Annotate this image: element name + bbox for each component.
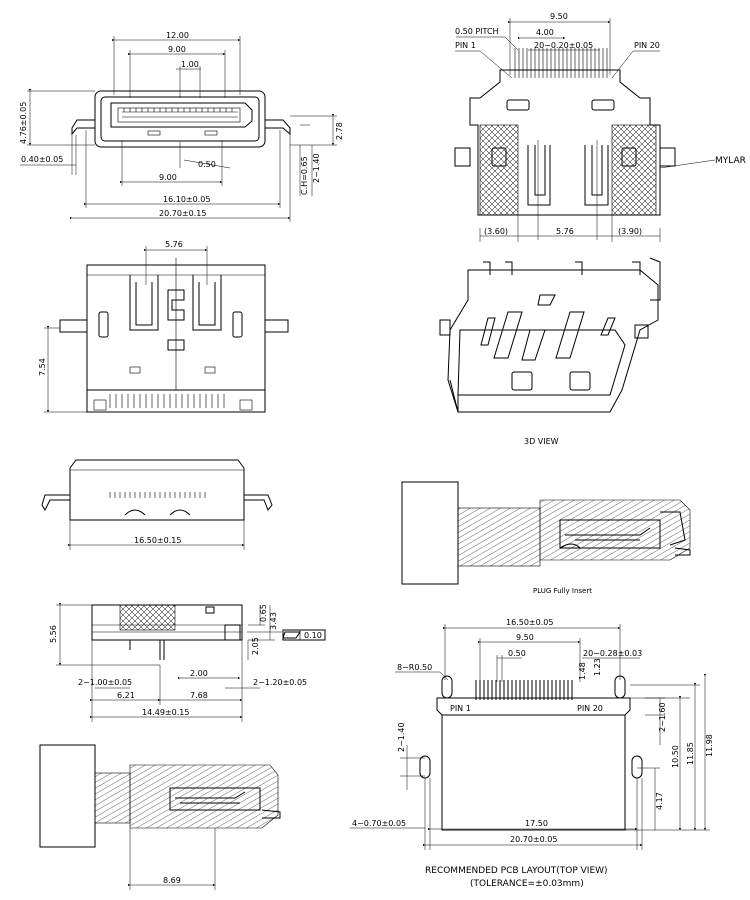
dim-side-width: 16.50±0.15 <box>134 536 181 545</box>
profile-view: 5.56 0.65 3.43 2.05 0.10 2−1.00±0.05 2−1… <box>49 602 326 722</box>
dim-pcb-2070: 20.70±0.05 <box>510 835 557 844</box>
dim-profile-right: 2−1.20±0.05 <box>253 678 307 687</box>
dim-pcb-050: 0.50 <box>508 649 526 658</box>
dim-pcb-148: 1.48 <box>578 662 587 680</box>
pcb-tolerance: (TOLERANCE=±0.03mm) <box>470 879 584 889</box>
pcb-pin1-label: PIN 1 <box>450 704 471 713</box>
pin20-label: PIN 20 <box>634 41 660 50</box>
pcb-pads <box>475 680 573 700</box>
dim-profile-b: 3.43 <box>269 612 278 630</box>
top-view-pins <box>109 394 225 408</box>
dim-pcb-pins: 20−0.28±0.03 <box>583 649 642 658</box>
dim-section-length: 8.69 <box>163 876 181 885</box>
dim-profile-621: 6.21 <box>117 691 135 700</box>
dim-pcb-1050: 10.50 <box>671 745 680 768</box>
dim-pcb-1198: 11.98 <box>705 734 714 757</box>
dim-pcb-417: 4.17 <box>655 792 664 810</box>
dim-profile-height: 5.56 <box>49 625 58 643</box>
dim-profile-768: 7.68 <box>190 691 208 700</box>
dim-front-holes: 2−1.40 <box>312 153 321 183</box>
dim-profile-mid: 2.00 <box>190 669 208 678</box>
pcb-pin20-label: PIN 20 <box>577 704 603 713</box>
plug-view: PLUG Fully Insert <box>401 481 691 595</box>
dim-front-right: 2.78 <box>335 122 344 140</box>
plug-view-caption: PLUG Fully Insert <box>533 587 592 595</box>
dim-profile-c: 2.05 <box>251 637 260 655</box>
side-view-pins <box>109 492 206 498</box>
iso-view-caption: 3D VIEW <box>524 437 559 446</box>
dim-front-height: 4.76±0.05 <box>19 102 28 144</box>
dim-top-height: 7.54 <box>38 358 47 376</box>
dim-pcb-holes-right: 2−1.60 <box>658 702 667 732</box>
dim-front-small: 0.50 <box>198 160 216 169</box>
pin1-label: PIN 1 <box>455 41 476 50</box>
dim-pin-total: 9.50 <box>550 12 568 21</box>
dim-front-width: 12.00 <box>166 31 189 40</box>
dim-front-pitch: 1.00 <box>181 60 199 69</box>
dim-top-width: 5.76 <box>165 240 183 249</box>
dim-front-ch: C.H=0.65 <box>300 156 309 195</box>
dim-pin-mid: 5.76 <box>556 227 574 236</box>
front-view: 12.00 9.00 1.00 4.76±0.05 2.78 0.40±0.05… <box>19 31 344 222</box>
dim-pin-right: (3.90) <box>618 227 642 236</box>
pin-row <box>514 48 608 78</box>
dim-profile-a: 0.65 <box>259 604 268 622</box>
pcb-layout: 16.50±0.05 9.50 0.50 20−0.28±0.03 8−R0.5… <box>350 618 714 889</box>
pin-view: 9.50 0.50 PITCH 4.00 20−0.20±0.05 PIN 1 … <box>454 12 746 242</box>
dim-pcb-radius: 8−R0.50 <box>397 663 432 672</box>
pcb-caption: RECOMMENDED PCB LAYOUT(TOP VIEW) <box>425 866 608 876</box>
top-view: 5.76 7.54 <box>38 240 289 413</box>
section-view: 8.69 <box>39 744 281 890</box>
dim-profile-left: 2−1.00±0.05 <box>78 678 132 687</box>
dim-pcb-1185: 11.85 <box>686 742 695 765</box>
mylar-label: MYLAR <box>715 156 746 166</box>
dim-pin-left: (3.60) <box>484 227 508 236</box>
dim-pcb-holes-left: 2−1.40 <box>397 722 406 752</box>
front-contacts <box>122 108 238 118</box>
iso-view: 3D VIEW <box>439 257 661 446</box>
dim-front-left-offset: 0.40±0.05 <box>21 155 63 164</box>
dim-front-inner: 9.00 <box>168 45 186 54</box>
dim-pcb-123: 1.23 <box>593 658 602 676</box>
dim-front-inner-bottom: 9.00 <box>159 173 177 182</box>
dim-pitch-label: 0.50 PITCH <box>455 27 499 36</box>
dim-pin-count: 20−0.20±0.05 <box>534 41 593 50</box>
side-view: 16.50±0.15 <box>41 459 273 550</box>
flatness-value: 0.10 <box>304 631 322 640</box>
dim-front-pad: 16.10±0.05 <box>163 195 210 204</box>
dim-pin-span: 4.00 <box>536 28 554 37</box>
dim-pcb-1750: 17.50 <box>525 819 548 828</box>
dim-front-overall: 20.70±0.15 <box>159 209 206 218</box>
dim-pcb-top: 16.50±0.05 <box>506 618 553 627</box>
dim-profile-total: 14.49±0.15 <box>142 708 189 717</box>
dim-pcb-950: 9.50 <box>516 633 534 642</box>
dim-pcb-pads: 4−0.70±0.05 <box>352 819 406 828</box>
